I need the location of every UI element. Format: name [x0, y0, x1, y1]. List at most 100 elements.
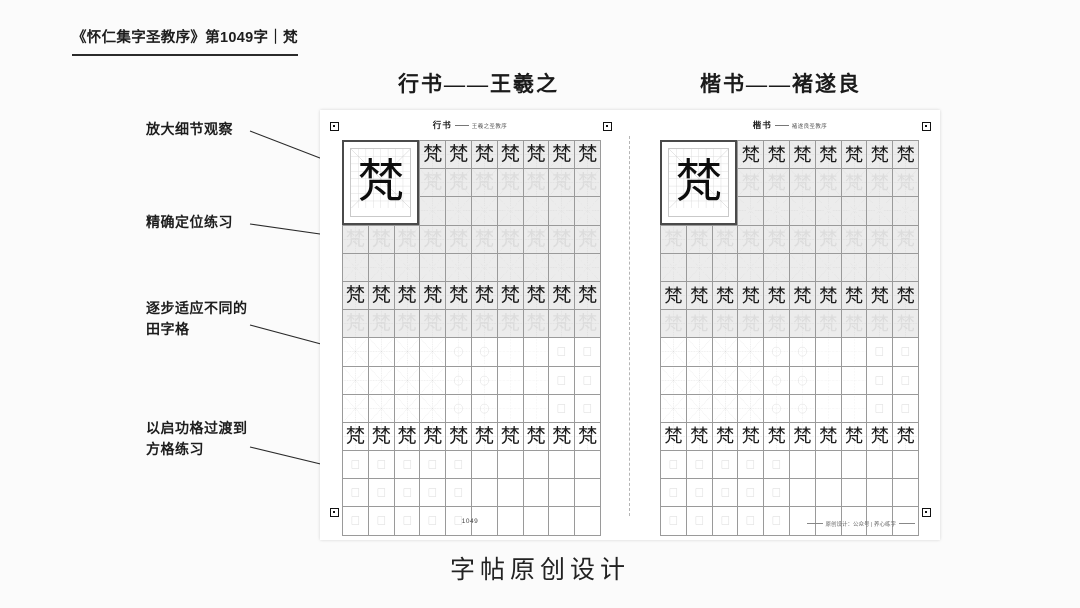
practice-cell[interactable] — [686, 479, 713, 508]
practice-cell[interactable] — [686, 366, 713, 395]
practice-cell[interactable]: 梵 — [738, 141, 765, 170]
practice-cell[interactable]: 梵 — [867, 169, 894, 198]
practice-cell[interactable] — [841, 507, 868, 536]
practice-cell[interactable]: 梵 — [420, 225, 447, 254]
practice-cell[interactable]: 梵 — [446, 310, 472, 339]
practice-cell[interactable] — [549, 338, 576, 367]
practice-cell[interactable] — [712, 507, 739, 536]
practice-cell[interactable] — [343, 338, 369, 367]
practice-cell[interactable] — [867, 507, 894, 536]
practice-cell[interactable] — [867, 394, 894, 423]
practice-cell[interactable]: 梵 — [789, 422, 816, 452]
practice-cell[interactable] — [446, 394, 472, 423]
practice-cell[interactable] — [893, 479, 919, 508]
practice-cell[interactable] — [893, 507, 919, 536]
practice-cell[interactable] — [815, 479, 842, 508]
practice-cell[interactable] — [394, 338, 421, 367]
practice-cell[interactable]: 梵 — [394, 225, 421, 254]
practice-cell[interactable]: 梵 — [789, 197, 816, 226]
practice-cell[interactable]: 梵 — [712, 253, 739, 282]
practice-cell[interactable] — [815, 366, 842, 395]
practice-cell[interactable] — [446, 451, 472, 480]
practice-cell[interactable] — [575, 394, 601, 423]
practice-cell[interactable] — [712, 338, 739, 367]
practice-cell[interactable]: 梵 — [420, 310, 447, 339]
practice-cell[interactable]: 梵 — [764, 281, 790, 311]
practice-cell[interactable] — [661, 479, 687, 508]
practice-cell[interactable] — [497, 338, 524, 367]
practice-cell[interactable]: 梵 — [446, 225, 472, 254]
practice-cell[interactable] — [523, 366, 550, 395]
practice-cell[interactable] — [764, 451, 790, 480]
practice-cell[interactable] — [815, 451, 842, 480]
practice-cell[interactable] — [368, 479, 395, 508]
practice-cell[interactable] — [686, 451, 713, 480]
practice-cell[interactable] — [368, 451, 395, 480]
practice-cell[interactable]: 梵 — [815, 281, 842, 311]
practice-cell[interactable] — [368, 394, 395, 423]
practice-cell[interactable] — [343, 394, 369, 423]
practice-cell[interactable] — [368, 338, 395, 367]
practice-cell[interactable]: 梵 — [867, 310, 894, 339]
practice-cell[interactable] — [686, 394, 713, 423]
practice-cell[interactable]: 梵 — [446, 281, 472, 311]
practice-cell[interactable] — [764, 338, 790, 367]
practice-cell[interactable] — [523, 507, 550, 536]
practice-cell[interactable] — [867, 338, 894, 367]
practice-cell[interactable] — [446, 507, 472, 536]
practice-cell[interactable]: 梵 — [471, 169, 498, 198]
practice-cell[interactable] — [764, 394, 790, 423]
practice-cell[interactable] — [661, 394, 687, 423]
practice-cell[interactable] — [368, 366, 395, 395]
practice-cell[interactable]: 梵 — [841, 422, 868, 452]
practice-cell[interactable] — [764, 479, 790, 508]
practice-cell[interactable] — [661, 507, 687, 536]
practice-cell[interactable] — [523, 451, 550, 480]
practice-cell[interactable]: 梵 — [471, 225, 498, 254]
practice-cell[interactable] — [549, 394, 576, 423]
practice-cell[interactable] — [368, 507, 395, 536]
practice-cell[interactable] — [446, 366, 472, 395]
practice-cell[interactable]: 梵 — [893, 281, 919, 311]
practice-cell[interactable] — [420, 338, 447, 367]
practice-cell[interactable]: 梵 — [471, 422, 498, 452]
practice-cell[interactable] — [471, 366, 498, 395]
practice-cell[interactable]: 梵 — [686, 253, 713, 282]
practice-cell[interactable] — [815, 394, 842, 423]
practice-cell[interactable]: 梵 — [420, 169, 447, 198]
practice-cell[interactable] — [343, 507, 369, 536]
practice-cell[interactable]: 梵 — [471, 310, 498, 339]
practice-cell[interactable] — [497, 507, 524, 536]
practice-cell[interactable]: 梵 — [446, 197, 472, 226]
practice-cell[interactable]: 梵 — [523, 169, 550, 198]
practice-cell[interactable]: 梵 — [523, 253, 550, 282]
practice-cell[interactable]: 梵 — [789, 169, 816, 198]
practice-cell[interactable]: 梵 — [686, 225, 713, 254]
practice-cell[interactable]: 梵 — [867, 141, 894, 170]
practice-cell[interactable] — [394, 394, 421, 423]
practice-cell[interactable] — [394, 507, 421, 536]
practice-cell[interactable] — [497, 394, 524, 423]
practice-cell[interactable]: 梵 — [893, 422, 919, 452]
practice-cell[interactable]: 梵 — [841, 141, 868, 170]
practice-cell[interactable]: 梵 — [368, 422, 395, 452]
practice-cell[interactable]: 梵 — [893, 197, 919, 226]
practice-cell[interactable]: 梵 — [815, 197, 842, 226]
practice-cell[interactable] — [661, 366, 687, 395]
practice-cell[interactable] — [575, 479, 601, 508]
practice-cell[interactable]: 梵 — [497, 253, 524, 282]
practice-cell[interactable]: 梵 — [764, 253, 790, 282]
practice-cell[interactable]: 梵 — [738, 253, 765, 282]
practice-cell[interactable]: 梵 — [343, 422, 369, 452]
practice-cell[interactable]: 梵 — [523, 141, 550, 170]
practice-cell[interactable]: 梵 — [497, 169, 524, 198]
practice-cell[interactable]: 梵 — [789, 310, 816, 339]
practice-cell[interactable]: 梵 — [764, 169, 790, 198]
practice-cell[interactable]: 梵 — [789, 253, 816, 282]
practice-cell[interactable]: 梵 — [661, 422, 687, 452]
practice-cell[interactable]: 梵 — [738, 422, 765, 452]
practice-cell[interactable] — [686, 338, 713, 367]
practice-cell[interactable]: 梵 — [497, 141, 524, 170]
practice-cell[interactable] — [523, 338, 550, 367]
practice-cell[interactable]: 梵 — [471, 253, 498, 282]
